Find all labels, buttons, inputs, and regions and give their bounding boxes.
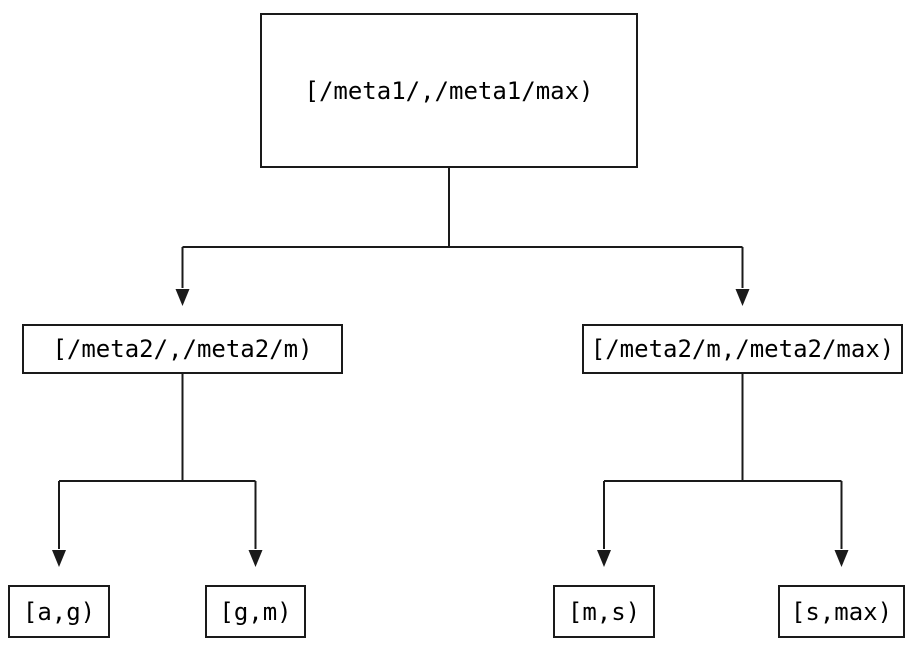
- node-label: [/meta2/m,/meta2/max): [590, 335, 895, 363]
- tree-node-leaf-ag: [a,g): [8, 585, 110, 638]
- tree-node-leaf-gm: [g,m): [205, 585, 306, 638]
- arrowhead-down-icon: [735, 289, 750, 306]
- arrowhead-down-icon: [175, 289, 190, 306]
- tree-node-meta2-left: [/meta2/,/meta2/m): [22, 324, 343, 374]
- node-label: [g,m): [219, 597, 292, 626]
- tree-node-leaf-smax: [s,max): [778, 585, 905, 638]
- edge-left-to-leaves: [52, 374, 263, 567]
- tree-node-leaf-ms: [m,s): [553, 585, 655, 638]
- node-label: [/meta2/,/meta2/m): [52, 335, 313, 363]
- edge-right-to-leaves: [597, 374, 849, 567]
- node-label: [a,g): [22, 597, 96, 626]
- node-label: [s,max): [790, 597, 893, 626]
- arrowhead-down-icon: [834, 550, 849, 567]
- arrowhead-down-icon: [597, 550, 611, 567]
- edge-root-to-children: [175, 168, 750, 306]
- node-label: [/meta1/,/meta1/max): [304, 76, 594, 105]
- tree-node-meta2-right: [/meta2/m,/meta2/max): [582, 324, 903, 374]
- arrowhead-down-icon: [52, 550, 66, 567]
- node-label: [m,s): [567, 597, 641, 626]
- arrowhead-down-icon: [248, 550, 263, 567]
- tree-node-root: [/meta1/,/meta1/max): [260, 13, 638, 168]
